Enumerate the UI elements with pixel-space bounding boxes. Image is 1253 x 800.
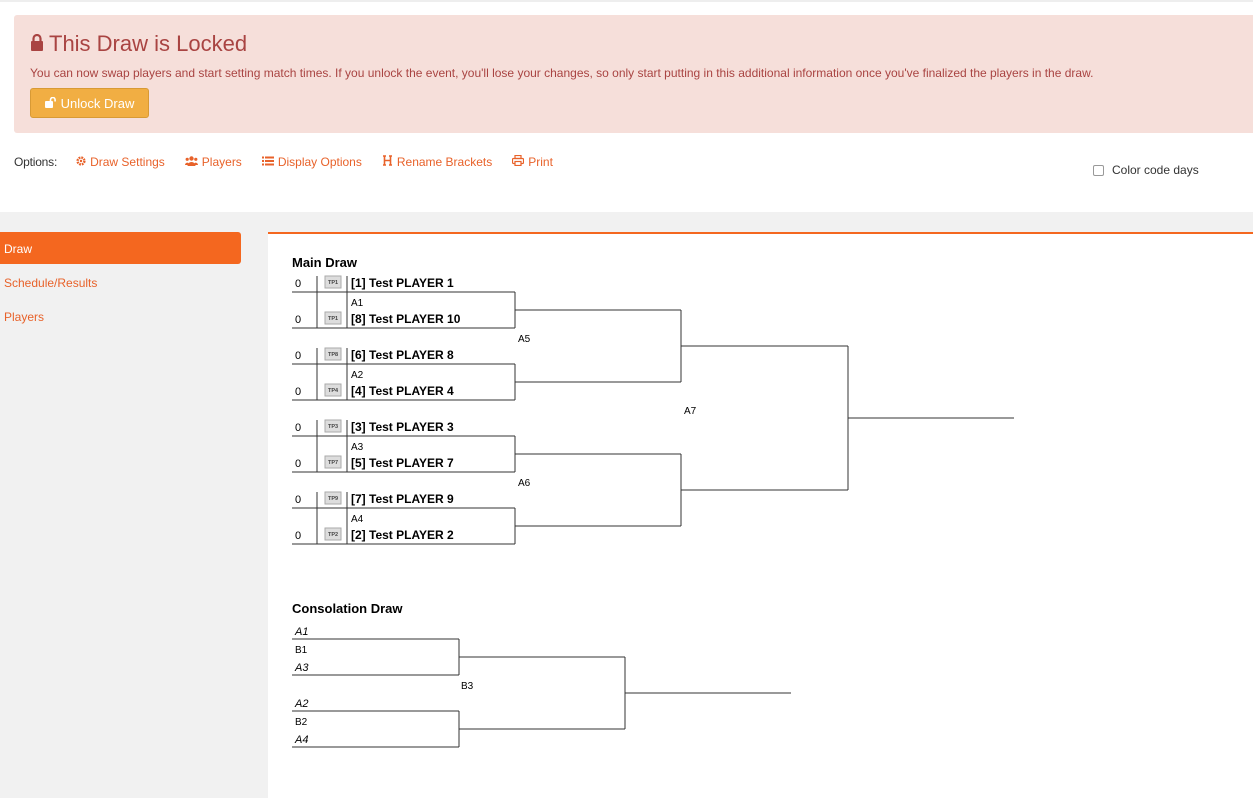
player-badge-label: TP8 [328, 352, 338, 358]
player-name[interactable]: [5] Test PLAYER 7 [351, 456, 454, 470]
draw-settings-label: Draw Settings [90, 155, 165, 169]
alert-message: You can now swap players and start setti… [30, 66, 1094, 80]
sidebar-item-draw[interactable]: Draw [0, 232, 241, 264]
player-badge [324, 275, 342, 289]
unlock-draw-label: Unlock Draw [60, 95, 135, 111]
player-badge-label: TP2 [328, 532, 338, 538]
match-label: A6 [518, 478, 531, 489]
users-icon [184, 155, 198, 169]
print-label: Print [528, 155, 553, 169]
match-label: A7 [684, 406, 697, 417]
unlock-draw-button[interactable]: Unlock Draw [30, 88, 149, 118]
display-options-label: Display Options [277, 155, 362, 169]
main-draw-title: Main Draw [292, 255, 358, 270]
player-name[interactable]: [7] Test PLAYER 9 [351, 492, 454, 506]
player-badge-label: TP7 [328, 460, 338, 466]
players-label: Players [201, 155, 242, 169]
color-code-days-toggle[interactable]: Color code days [1093, 163, 1199, 177]
player-name[interactable]: [4] Test PLAYER 4 [351, 384, 454, 398]
match-label: A2 [351, 370, 364, 381]
section-divider [0, 212, 1253, 232]
heading-icon [382, 155, 393, 169]
display-options-link[interactable]: Display Options [261, 155, 362, 169]
match-label: B2 [295, 717, 308, 728]
locked-alert: This Draw is Locked You can now swap pla… [14, 15, 1253, 133]
unlock-icon [44, 96, 57, 111]
match-label: A4 [351, 514, 364, 525]
entry-score: 0 [295, 494, 301, 506]
match-label: B1 [295, 645, 308, 656]
player-badge [324, 383, 342, 397]
player-badge [324, 419, 342, 433]
player-badge-label: TP4 [328, 388, 339, 394]
rename-brackets-label: Rename Brackets [396, 155, 493, 169]
entry-score: 0 [295, 314, 301, 326]
alert-title-text: This Draw is Locked [49, 31, 248, 56]
entry-score: 0 [295, 458, 301, 470]
player-badge [324, 347, 342, 361]
player-name[interactable]: [2] Test PLAYER 2 [351, 528, 454, 542]
player-badge-label: TP1 [328, 316, 338, 322]
options-label: Options: [14, 155, 58, 169]
top-divider [0, 0, 1253, 2]
consolation-entry: A1 [294, 626, 308, 638]
consolation-entry: A3 [294, 662, 309, 674]
entry-score: 0 [295, 422, 301, 434]
alert-title: This Draw is Locked [30, 31, 247, 57]
entry-score: 0 [295, 386, 301, 398]
print-link[interactable]: Print [512, 154, 553, 169]
lock-icon [30, 31, 44, 57]
consolation-entry: A2 [294, 698, 308, 710]
match-label: A5 [518, 334, 531, 345]
gear-icon [76, 155, 86, 169]
match-label: A3 [351, 442, 364, 453]
rename-brackets-link[interactable]: Rename Brackets [382, 155, 492, 169]
match-label: A1 [351, 298, 364, 309]
consolation-entry: A4 [294, 734, 308, 746]
list-icon [261, 155, 274, 169]
player-badge-label: TP3 [328, 424, 338, 430]
entry-score: 0 [295, 350, 301, 362]
sidebar: Draw Schedule/Results Players [0, 232, 268, 798]
print-icon [512, 154, 525, 169]
entry-score: 0 [295, 278, 301, 290]
entry-score: 0 [295, 530, 301, 542]
player-name[interactable]: [1] Test PLAYER 1 [351, 276, 454, 290]
player-name[interactable]: [3] Test PLAYER 3 [351, 420, 454, 434]
player-name[interactable]: [8] Test PLAYER 10 [351, 312, 461, 326]
sidebar-item-players[interactable]: Players [4, 310, 45, 324]
player-badge [324, 455, 342, 469]
player-badge [324, 311, 342, 325]
player-badge-label: TP9 [328, 496, 338, 502]
players-link[interactable]: Players [184, 155, 242, 169]
player-name[interactable]: [6] Test PLAYER 8 [351, 348, 454, 362]
match-label: B3 [461, 681, 474, 692]
player-badge [324, 527, 342, 541]
player-badge [324, 491, 342, 505]
sidebar-item-schedule-results[interactable]: Schedule/Results [4, 276, 98, 290]
color-code-label: Color code days [1112, 163, 1199, 177]
player-badge-label: TP1 [328, 280, 338, 286]
color-code-checkbox[interactable] [1093, 164, 1104, 176]
draw-settings-link[interactable]: Draw Settings [76, 155, 165, 169]
options-bar: Options: Draw Settings Players Display O… [14, 154, 573, 169]
consolation-draw-title: Consolation Draw [292, 601, 403, 616]
